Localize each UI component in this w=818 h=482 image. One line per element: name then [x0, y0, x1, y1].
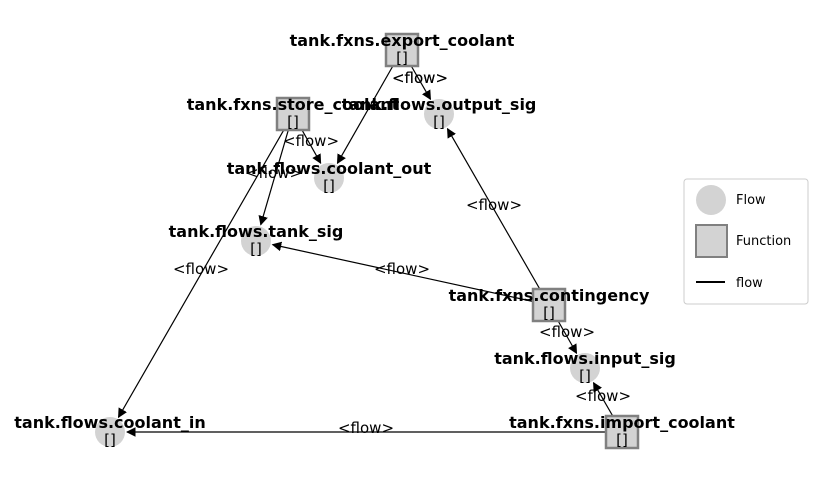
node-label-input_sig: tank.flows.input_sig [494, 349, 676, 368]
node-label-import_coolant: tank.fxns.import_coolant [509, 413, 735, 432]
nodes-layer [95, 32, 640, 450]
node-label-store_coolant: tank.fxns.store_coolant [187, 95, 400, 114]
node-sublabel-output_sig: [] [433, 113, 445, 131]
legend-line-label: flow [736, 276, 763, 291]
edge-label-store_coolant-to-coolant_out: <flow> [283, 132, 339, 150]
node-contingency[interactable] [531, 287, 567, 323]
node-tank_sig[interactable] [241, 226, 271, 256]
node-label-coolant_in: tank.flows.coolant_in [14, 413, 205, 432]
edge-store_coolant-to-tank_sig [258, 113, 294, 226]
node-sublabel-input_sig: [] [579, 367, 591, 385]
edge-label-export_coolant-to-output_sig: <flow> [392, 69, 448, 87]
node-export_coolant[interactable] [384, 32, 420, 68]
edges-layer [117, 49, 623, 437]
edge-export_coolant-to-coolant_out [336, 49, 403, 165]
node-labels-layer: tank.fxns.export_coolant[]tank.fxns.stor… [14, 31, 735, 449]
node-input_sig[interactable] [570, 353, 600, 383]
node-sublabel-import_coolant: [] [616, 431, 628, 449]
node-coolant_in[interactable] [95, 417, 125, 447]
node-sublabel-coolant_in: [] [104, 431, 116, 449]
node-sublabel-contingency: [] [543, 304, 555, 322]
node-sublabel-coolant_out: [] [323, 177, 335, 195]
edge-label-contingency-to-input_sig: <flow> [539, 323, 595, 341]
edge-label-store_coolant-to-tank_sig: <flow> [246, 164, 302, 182]
node-sublabel-tank_sig: [] [250, 240, 262, 258]
edge-label-import_coolant-to-input_sig: <flow> [575, 387, 631, 405]
node-coolant_out[interactable] [314, 163, 344, 193]
legend-flow-swatch [696, 185, 726, 215]
edge-store_coolant-to-coolant_in [117, 113, 294, 419]
legend-function-swatch [695, 224, 728, 258]
edge-contingency-to-output_sig [446, 127, 550, 306]
edge-label-contingency-to-output_sig: <flow> [466, 196, 522, 214]
node-store_coolant[interactable] [275, 96, 311, 132]
node-label-contingency: tank.fxns.contingency [449, 286, 650, 305]
edge-label-contingency-to-tank_sig: <flow> [374, 260, 430, 278]
legend: Flow Function flow [683, 178, 809, 305]
node-label-coolant_out: tank.flows.coolant_out [227, 159, 432, 178]
edge-label-store_coolant-to-coolant_in: <flow> [173, 260, 229, 278]
edge-label-import_coolant-to-coolant_in: <flow> [338, 419, 394, 437]
node-import_coolant[interactable] [604, 414, 640, 450]
edge-contingency-to-tank_sig [271, 241, 550, 306]
node-sublabel-store_coolant: [] [287, 113, 299, 131]
node-label-output_sig: tank.flows.output_sig [342, 95, 537, 114]
edge-label-export_coolant-to-coolant_out: <flow> [392, 69, 448, 87]
edge-labels-layer: <flow> <flow> <flow> <flow> <flow> <flow> <flo… [173, 69, 631, 437]
legend-function-label: Function [736, 234, 791, 249]
node-sublabel-export_coolant: [] [396, 49, 408, 67]
node-label-export_coolant: tank.fxns.export_coolant [290, 31, 515, 50]
legend-flow-label: Flow [736, 193, 766, 208]
node-label-tank_sig: tank.flows.tank_sig [169, 222, 344, 241]
node-output_sig[interactable] [424, 99, 454, 129]
